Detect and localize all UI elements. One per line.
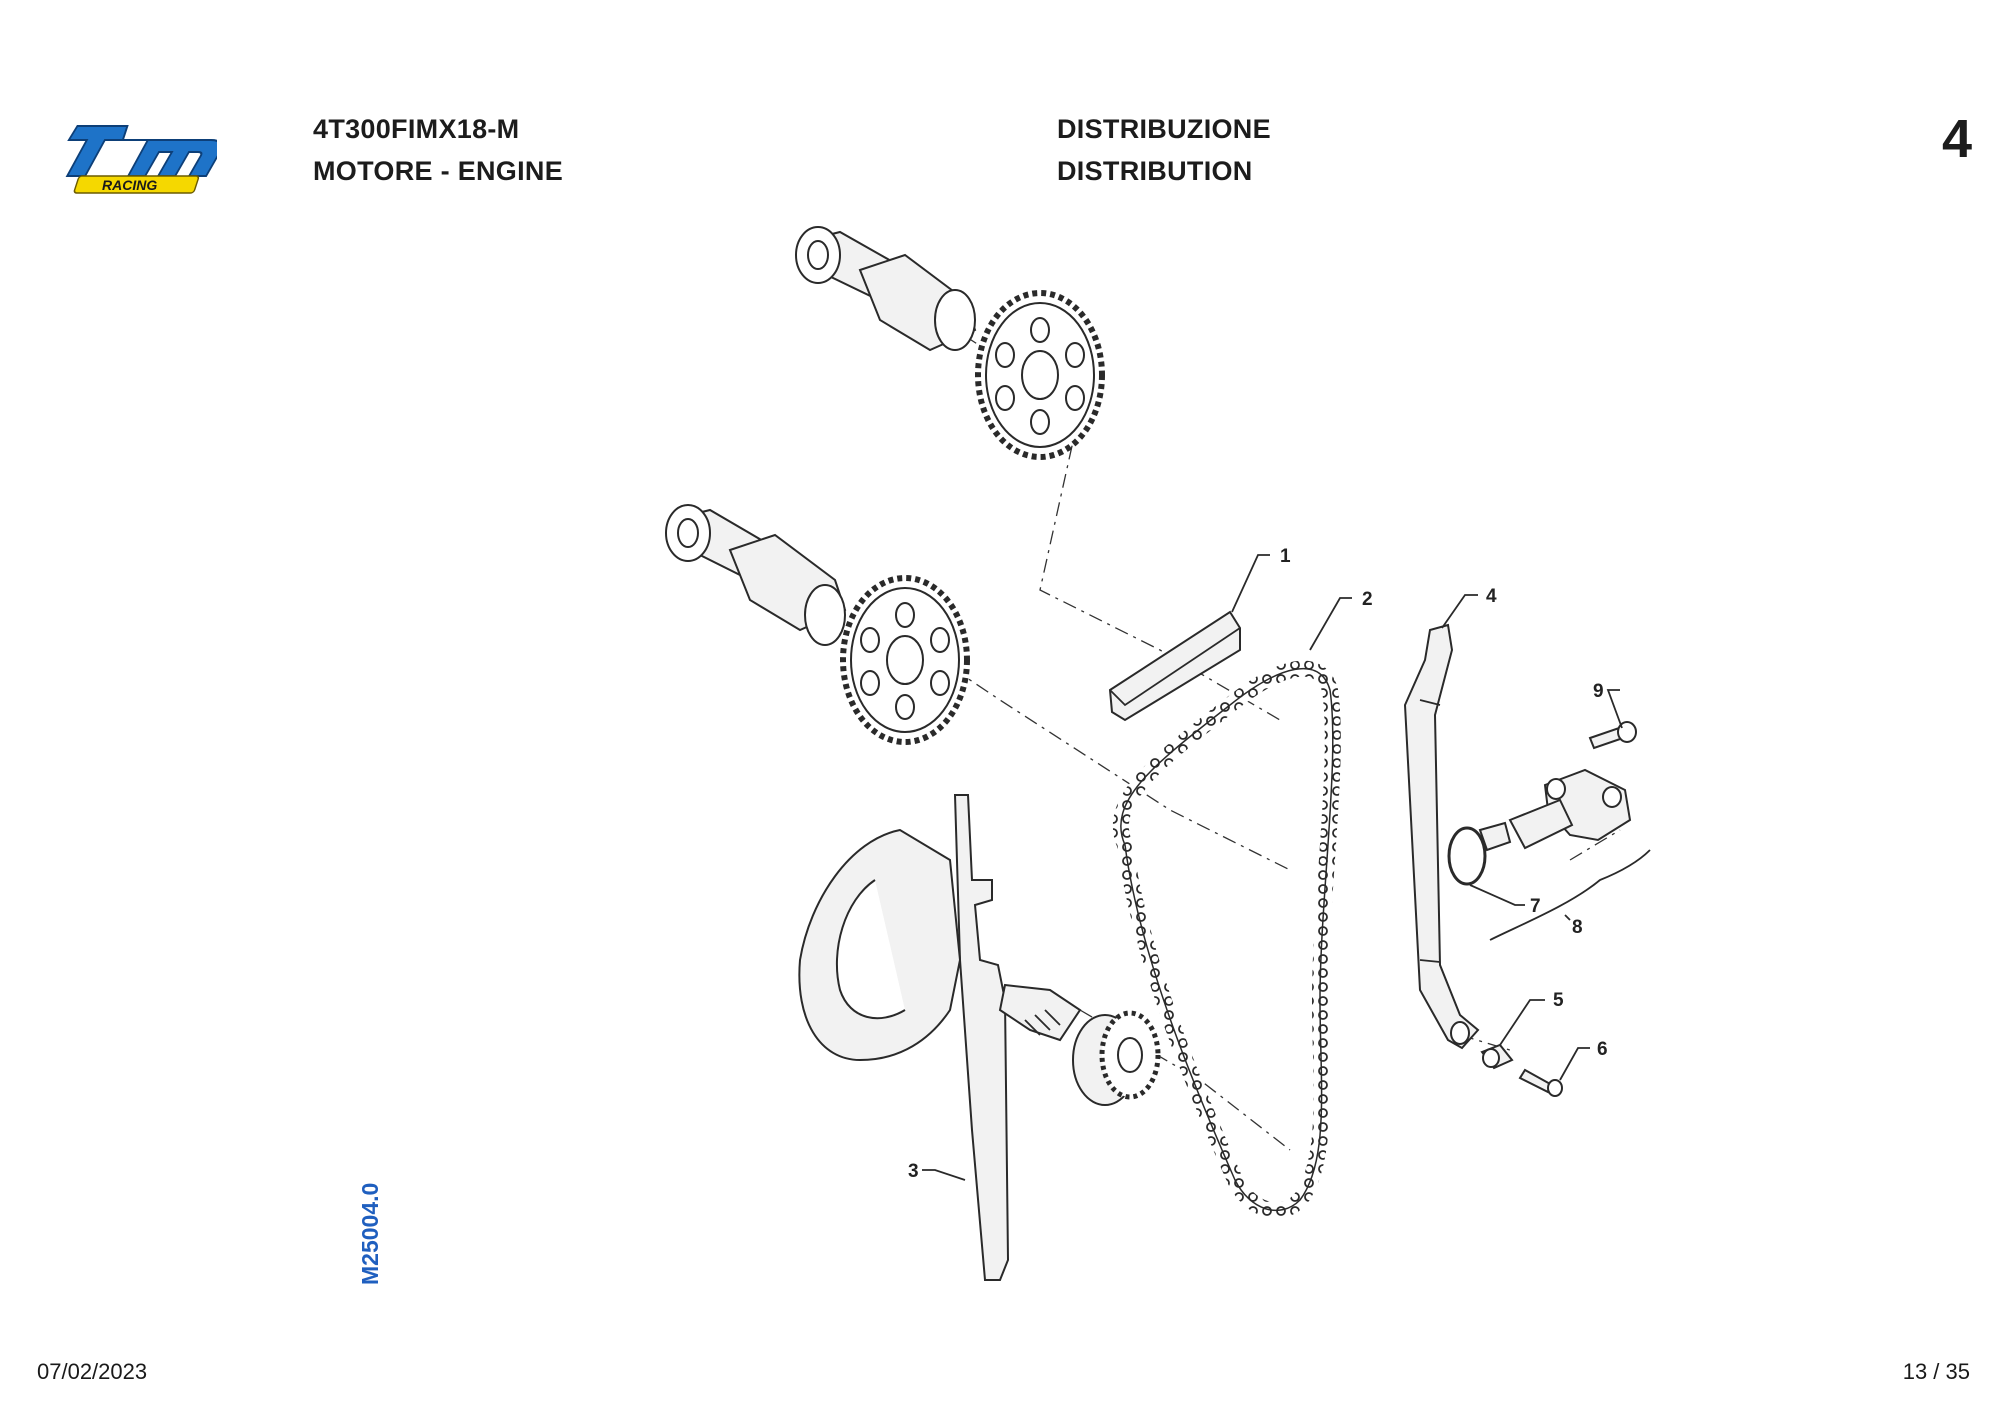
callout-leaders <box>922 554 1623 1181</box>
callout-5: 5 <box>1553 990 1564 1011</box>
footer-date: 07/02/2023 <box>37 1359 148 1384</box>
callout-9: 9 <box>1593 681 1604 702</box>
callout-7: 7 <box>1530 896 1541 917</box>
chain-tensioner-body <box>1478 768 1632 852</box>
tensioner-screw <box>1588 721 1637 750</box>
timing-chain <box>1112 660 1341 1219</box>
cam-sprocket-lower <box>840 575 970 745</box>
header-left: 4T300FIMX18-M MOTORE - ENGINE <box>313 108 563 192</box>
crankshaft <box>798 828 1082 1062</box>
header-center: DISTRIBUZIONE DISTRIBUTION <box>1057 108 1271 192</box>
camshaft-lower <box>665 504 847 646</box>
crank-sprocket <box>1072 1010 1161 1106</box>
callout-8: 8 <box>1572 917 1583 938</box>
group-title-en: DISTRIBUTION <box>1057 156 1253 186</box>
callout-2: 2 <box>1362 589 1373 610</box>
chain-tensioner-blade <box>1403 623 1480 1050</box>
section-title: MOTORE - ENGINE <box>313 156 564 186</box>
page-group-number: 4 <box>1941 109 1972 169</box>
footer-page: 13 / 35 <box>1902 1359 1970 1384</box>
logo-sub-text: RACING <box>102 177 157 193</box>
callout-4: 4 <box>1486 586 1497 607</box>
callout-1: 1 <box>1280 546 1291 567</box>
pivot-screw <box>1518 1068 1563 1097</box>
tm-racing-logo: RACING <box>65 125 217 194</box>
pivot-bushing <box>1480 1043 1514 1070</box>
assembly-brace <box>1489 849 1651 941</box>
callout-3: 3 <box>908 1161 919 1182</box>
callout-6: 6 <box>1597 1039 1608 1060</box>
camshaft-upper <box>795 226 977 352</box>
model-code: 4T300FIMX18-M <box>313 114 520 144</box>
group-title-it: DISTRIBUZIONE <box>1057 114 1271 144</box>
cam-sprocket-upper <box>975 290 1105 460</box>
o-ring <box>1447 826 1487 886</box>
chain-guide-upper <box>1108 610 1241 722</box>
chain-guide-fixed <box>953 794 1010 1281</box>
